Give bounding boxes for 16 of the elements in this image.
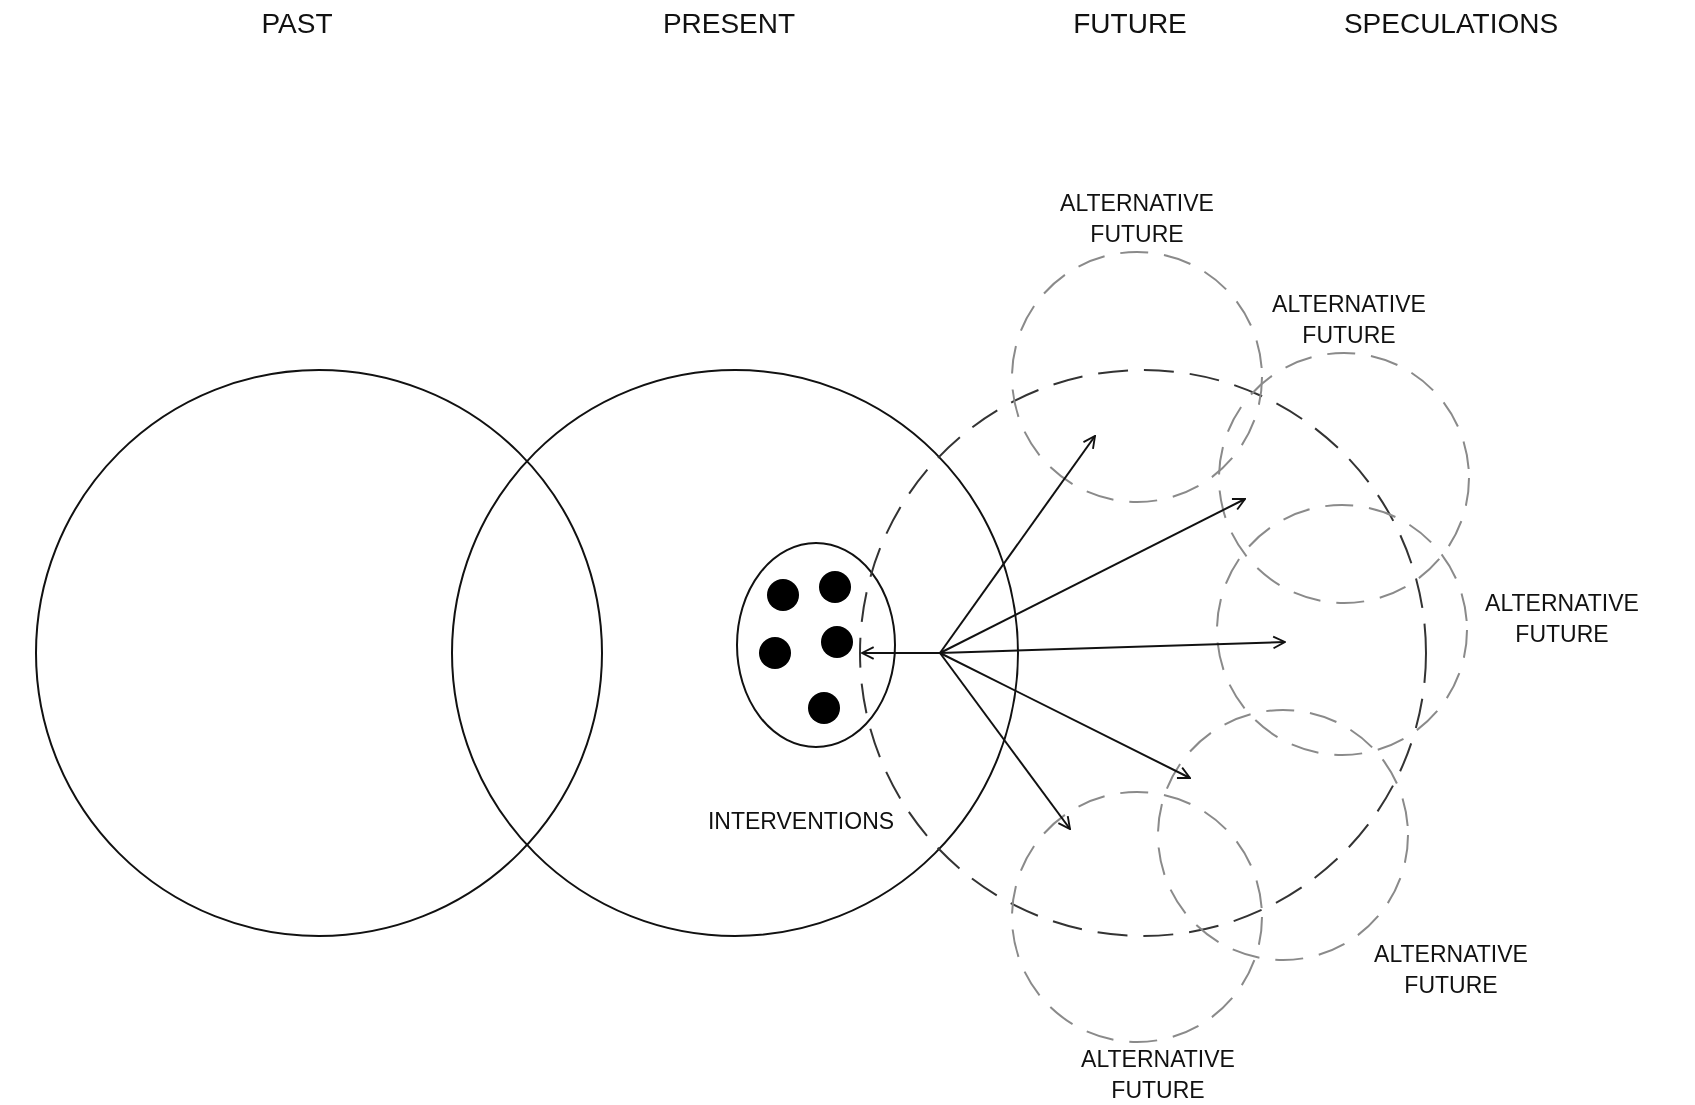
arrow xyxy=(939,652,1071,830)
arrow xyxy=(939,652,1191,779)
arrow xyxy=(939,435,1096,654)
column-heading: SPECULATIONS xyxy=(1343,10,1559,38)
circle-label: INTERVENTIONS xyxy=(706,806,896,836)
arrow xyxy=(861,646,941,660)
circle-label: ALTERNATIVE FUTURE xyxy=(1373,940,1529,1000)
column-heading: PRESENT xyxy=(662,10,796,38)
column-heading: PAST xyxy=(261,10,333,38)
circle-label: ALTERNATIVE FUTURE xyxy=(1271,290,1427,350)
arrow xyxy=(939,635,1286,654)
circle-label: ALTERNATIVE FUTURE xyxy=(1080,1045,1236,1105)
circle-label: ALTERNATIVE FUTURE xyxy=(1484,589,1640,649)
arrow xyxy=(939,498,1246,654)
column-heading: FUTURE xyxy=(1073,10,1187,38)
circle-label: ALTERNATIVE FUTURE xyxy=(1059,189,1215,249)
